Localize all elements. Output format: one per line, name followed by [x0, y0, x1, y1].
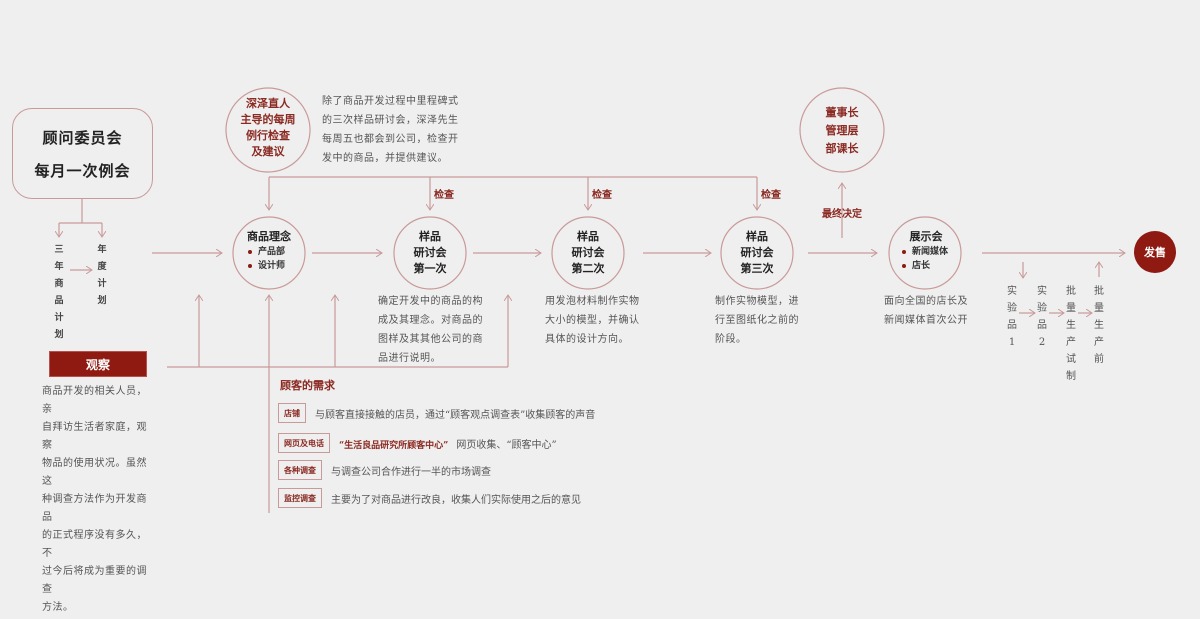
bullet-text: 店长 [912, 261, 931, 271]
text-line: 及建议 [251, 145, 285, 158]
advisory-subtitle: 每月一次例会 [34, 161, 131, 180]
advisory-title: 顾问委员会 [42, 128, 123, 147]
production-step-2: 实验品2 [1037, 286, 1047, 348]
text-line: 品进行说明。 [378, 353, 441, 364]
text-line: 自拜访生活者家庭，观察 [42, 422, 147, 451]
need-tag: 监控调查 [278, 488, 322, 508]
text-line: 第三次 [740, 262, 774, 275]
text-line: 样品 [419, 230, 441, 243]
stage-sample-review-2: 样品 研讨会 第二次 [553, 229, 623, 277]
bullet-item: 设计师 [234, 259, 304, 273]
text-line: 面向全国的店长及 [884, 296, 968, 307]
customer-need-row: 各种调查 与调查公司合作进行一半的市场调查 [278, 460, 491, 480]
text-line: 发中的商品，并提供建议。 [322, 153, 448, 164]
production-step-3: 批量生产试制 [1066, 286, 1076, 382]
text-line: 成及其理念。对商品的 [378, 315, 483, 326]
text-line: 管理层 [825, 124, 859, 137]
text-line: 深泽直人 [246, 97, 290, 110]
text-line: 过今后将成为重要的调查 [42, 566, 147, 595]
text-line: 研讨会 [740, 246, 774, 259]
customer-need-row: 监控调查 主要为了对商品进行改良，收集人们实际使用之后的意见 [278, 488, 581, 508]
stage-sample-review-3: 样品 研讨会 第三次 [722, 229, 792, 277]
check-label-2: 检查 [592, 190, 612, 201]
management-circle-label: 董事长 管理层 部课长 [807, 104, 877, 158]
text-line: 阶段。 [715, 334, 747, 345]
bullet-icon [248, 249, 252, 254]
bullet-text: 设计师 [258, 261, 286, 271]
text-line: 董事长 [825, 106, 859, 119]
stage-3-description: 制作实物模型，进 行至图纸化之前的 阶段。 [715, 292, 815, 349]
text-line: 行至图纸化之前的 [715, 315, 799, 326]
bullet-item: 店长 [890, 259, 962, 273]
text-line: 方法。 [42, 602, 74, 613]
text-line: 图样及其其他公司的商 [378, 334, 483, 345]
text-line: 部课长 [825, 142, 859, 155]
annual-plan-label: 年度计划 [97, 245, 107, 306]
need-text: 与顾客直接接触的店员，通过“顾客观点调查表”收集顾客的声音 [315, 409, 596, 421]
three-year-plan-label: 三年商品计划 [54, 245, 64, 340]
text-line: 样品 [746, 230, 768, 243]
text-line: 样品 [577, 230, 599, 243]
bullet-icon [902, 249, 906, 254]
text-line: 第一次 [413, 262, 447, 275]
need-text: 主要为了对商品进行改良，收集人们实际使用之后的意见 [331, 494, 581, 506]
stage-4-description: 面向全国的店长及 新闻媒体首次公开 [884, 292, 984, 330]
need-text: 网页收集、“顾客中心” [456, 439, 557, 451]
text-line: 新闻媒体首次公开 [884, 315, 968, 326]
text-line: 主导的每周 [240, 113, 296, 126]
need-text: 与调查公司合作进行一半的市场调查 [331, 466, 491, 478]
observation-description: 商品开发的相关人员，亲 自拜访生活者家庭，观察 物品的使用状况。虽然这 种调查方… [42, 383, 157, 617]
text-line: 确定开发中的商品的构 [378, 296, 483, 307]
advisory-committee-box: 顾问委员会 每月一次例会 [12, 108, 153, 199]
final-decision-label: 最终决定 [822, 209, 862, 220]
bullet-item: 新闻媒体 [890, 245, 962, 259]
customer-needs-title: 顾客的需求 [280, 379, 335, 392]
stage-exhibition: 展示会 新闻媒体 店长 [890, 229, 962, 273]
text-line: 物品的使用状况。虽然这 [42, 458, 147, 487]
stage-product-concept: 商品理念 产品部 设计师 [234, 229, 304, 273]
text-line: 的三次样品研讨会，深泽先生 [322, 115, 459, 126]
text-line: 用发泡材料制作实物 [545, 296, 640, 307]
bullet-icon [248, 263, 252, 268]
release-node: 发售 [1134, 231, 1176, 273]
text-line: 大小的模型，并确认 [545, 315, 640, 326]
text-line: 每周五也都会到公司，检查开 [322, 134, 459, 145]
text-line: 商品开发的相关人员，亲 [42, 386, 147, 415]
stage-sample-review-1: 样品 研讨会 第一次 [395, 229, 465, 277]
text-line: 制作实物模型，进 [715, 296, 799, 307]
customer-need-row: 店铺 与顾客直接接触的店员，通过“顾客观点调查表”收集顾客的声音 [278, 403, 595, 423]
stage-1-description: 确定开发中的商品的构 成及其理念。对商品的 图样及其其他公司的商 品进行说明。 [378, 292, 488, 368]
text-line: 研讨会 [413, 246, 447, 259]
need-tag: 网页及电话 [278, 433, 330, 453]
stage-title: 展示会 [909, 230, 943, 243]
stage-2-description: 用发泡材料制作实物 大小的模型，并确认 具体的设计方向。 [545, 292, 655, 349]
text-line: 第二次 [571, 262, 605, 275]
bullet-text: 产品部 [258, 247, 286, 257]
need-tag: 店铺 [278, 403, 306, 423]
fukasawa-description: 除了商品开发过程中里程碑式 的三次样品研讨会，深泽先生 每周五也都会到公司，检查… [322, 92, 482, 168]
text-line: 例行检查 [246, 129, 290, 142]
check-label-3: 检查 [761, 190, 781, 201]
check-label-1: 检查 [434, 190, 454, 201]
text-line: 的正式程序没有多久，不 [42, 530, 147, 559]
production-step-1: 实验品1 [1007, 286, 1017, 348]
bullet-icon [902, 263, 906, 268]
text-line: 种调查方法作为开发商品 [42, 494, 147, 523]
observation-badge: 观察 [49, 351, 147, 377]
bullet-item: 产品部 [234, 245, 304, 259]
bullet-text: 新闻媒体 [912, 247, 949, 257]
customer-need-row: 网页及电话 “生活良品研究所顾客中心” 网页收集、“顾客中心” [278, 433, 557, 453]
text-line: 具体的设计方向。 [545, 334, 629, 345]
text-line: 除了商品开发过程中里程碑式 [322, 96, 459, 107]
stage-title: 商品理念 [247, 230, 291, 243]
text-line: 研讨会 [571, 246, 605, 259]
production-step-4: 批量生产前 [1094, 286, 1104, 365]
need-highlight: “生活良品研究所顾客中心” [339, 440, 449, 451]
need-tag: 各种调查 [278, 460, 322, 480]
fukasawa-circle-label: 深泽直人 主导的每周 例行检查 及建议 [228, 96, 308, 160]
